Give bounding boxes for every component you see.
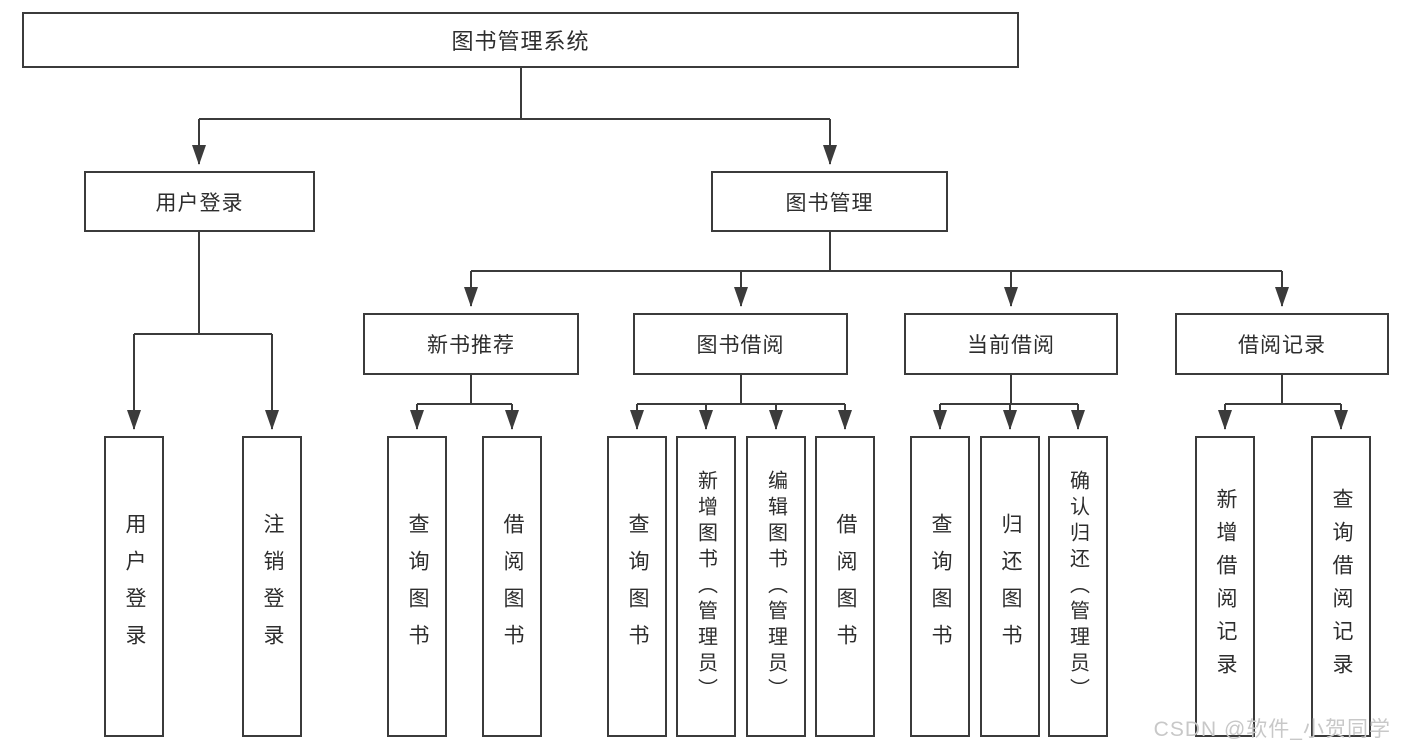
node-leaf-add-borrow-record: 新增借阅记录: [1195, 436, 1255, 737]
node-leaf-add-book-admin: 新增图书（管理员）: [676, 436, 736, 737]
node-leaf-confirm-return-admin: 确认归还（管理员）: [1048, 436, 1108, 737]
node-leaf-edit-book-admin: 编辑图书（管理员）: [746, 436, 806, 737]
node-book-borrow: 图书借阅: [633, 313, 848, 375]
connector-trunks: [134, 68, 1341, 405]
node-leaf-borrow-books-1: 借阅图书: [482, 436, 542, 737]
watermark: CSDN @软件_小贺同学: [1153, 718, 1391, 741]
node-leaf-return-book: 归还图书: [980, 436, 1040, 737]
node-leaf-logout: 注销登录: [242, 436, 302, 737]
node-user-login: 用户登录: [84, 171, 315, 232]
node-leaf-query-books-2: 查询图书: [607, 436, 667, 737]
node-leaf-query-borrow-record: 查询借阅记录: [1311, 436, 1371, 737]
node-leaf-user-login: 用户登录: [104, 436, 164, 737]
node-current-borrow: 当前借阅: [904, 313, 1118, 375]
node-new-book-recommend: 新书推荐: [363, 313, 579, 375]
node-borrow-records: 借阅记录: [1175, 313, 1389, 375]
node-library-management-system: 图书管理系统: [22, 12, 1019, 68]
node-leaf-query-books-3: 查询图书: [910, 436, 970, 737]
node-leaf-query-books-1: 查询图书: [387, 436, 447, 737]
node-leaf-borrow-books-2: 借阅图书: [815, 436, 875, 737]
node-book-management: 图书管理: [711, 171, 948, 232]
